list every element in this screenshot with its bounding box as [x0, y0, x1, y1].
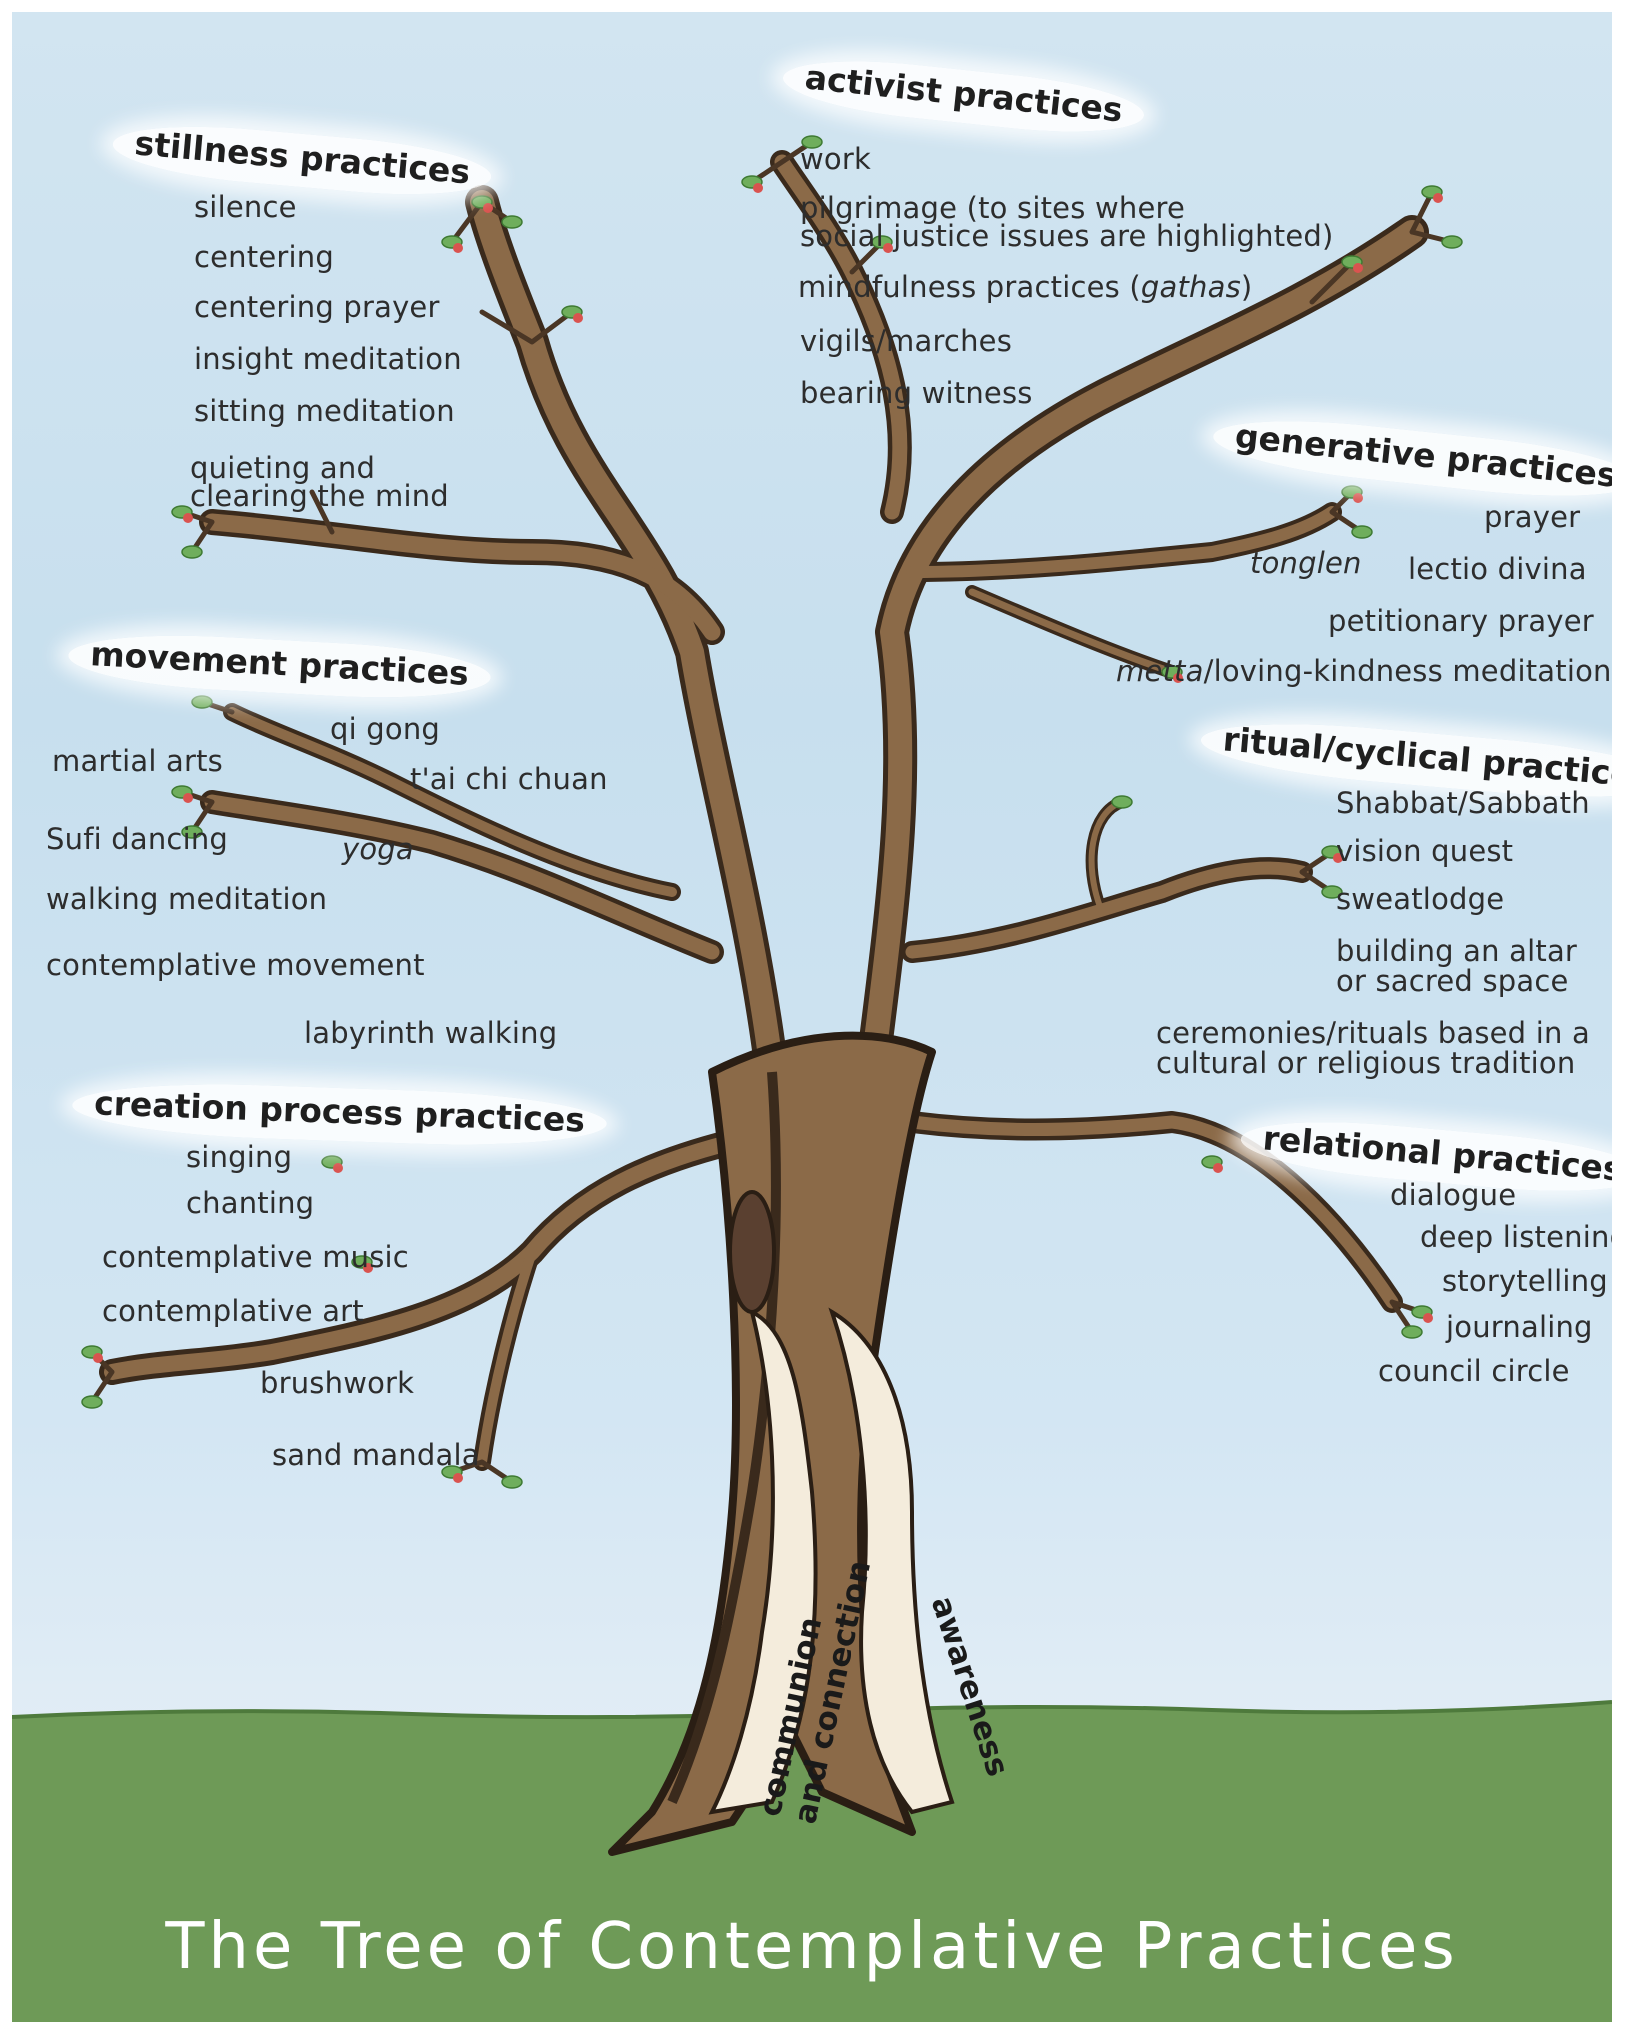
gathas-term: gathas: [1140, 270, 1241, 304]
ritual-item: vision quest: [1336, 834, 1514, 868]
ritual-item: Shabbat/Sabbath: [1336, 786, 1590, 820]
movement-item: Sufi dancing: [46, 822, 229, 856]
relational-item: deep listening: [1420, 1220, 1612, 1254]
stillness-item: centering prayer: [194, 290, 440, 324]
mindfulness-prefix: mindfulness practices (: [798, 270, 1141, 304]
generative-item: petitionary prayer: [1328, 604, 1594, 638]
mindfulness-suffix: ): [1240, 270, 1253, 304]
ritual-item: building an altar or sacred space: [1336, 934, 1578, 998]
activist-item: work: [800, 142, 871, 176]
generative-item: prayer: [1484, 500, 1581, 534]
generative-item: tonglen: [1250, 546, 1362, 580]
creation-item: contemplative music: [102, 1240, 409, 1274]
relational-item: storytelling: [1442, 1264, 1608, 1298]
stillness-item: sitting meditation: [194, 394, 455, 428]
diagram-title: The Tree of Contemplative Practices: [165, 1910, 1459, 1984]
diagram-canvas: stillness practices silence centering ce…: [12, 12, 1612, 2022]
blossoms: [93, 183, 1443, 1483]
movement-item: labyrinth walking: [304, 1016, 558, 1050]
relational-item: journaling: [1446, 1310, 1593, 1344]
stillness-item: quieting and clearing the mind: [190, 451, 449, 513]
activist-item: vigils/marches: [800, 324, 1013, 358]
activist-item: pilgrimage (to sites where social justic…: [800, 191, 1334, 253]
creation-item: brushwork: [260, 1366, 415, 1400]
tree-branches: [89, 139, 1455, 1485]
ritual-item: ceremonies/rituals based in a cultural o…: [1156, 1016, 1590, 1080]
generative-metta: metta/loving-kindness meditation: [1116, 656, 1612, 686]
stillness-item: centering: [194, 240, 334, 274]
stillness-item: silence: [194, 190, 297, 224]
relational-item: council circle: [1378, 1354, 1570, 1388]
activist-item: bearing witness: [800, 376, 1033, 410]
movement-item: qi gong: [330, 712, 441, 746]
creation-item: chanting: [186, 1186, 315, 1220]
relational-item: dialogue: [1390, 1178, 1517, 1212]
tree-illustration: [12, 135, 1612, 2022]
leaves: [81, 135, 1463, 1489]
ground: [12, 1702, 1612, 2022]
creation-item: singing: [186, 1140, 293, 1174]
movement-item: martial arts: [52, 744, 223, 778]
generative-item: lectio divina: [1408, 552, 1587, 586]
movement-item: t'ai chi chuan: [410, 762, 608, 796]
movement-item: walking meditation: [46, 882, 328, 916]
ritual-item: sweatlodge: [1336, 882, 1505, 916]
movement-item: yoga: [342, 832, 414, 866]
creation-item: contemplative art: [102, 1294, 364, 1328]
metta-rest: /loving-kindness meditation: [1203, 654, 1612, 688]
stillness-item: insight meditation: [194, 342, 462, 376]
tree-trunk: [608, 1031, 955, 1856]
movement-item: contemplative movement: [46, 948, 425, 982]
metta-term: metta: [1116, 654, 1204, 688]
activist-mindfulness: mindfulness practices (gathas): [798, 272, 1252, 302]
creation-item: sand mandala: [272, 1438, 480, 1472]
